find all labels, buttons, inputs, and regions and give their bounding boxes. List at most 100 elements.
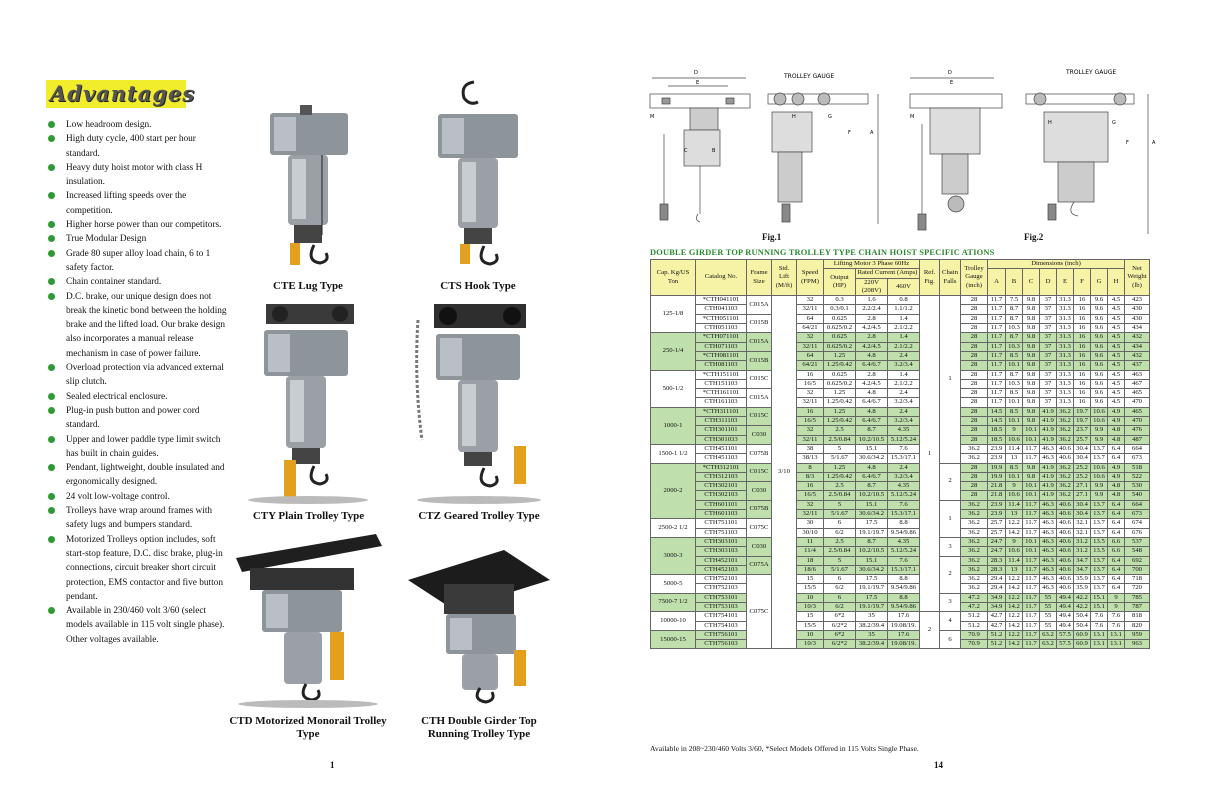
value-cell: 41.9 (1039, 471, 1057, 483)
value-cell: 46.3 (1039, 564, 1057, 576)
catalog-cell: CTH601101 (695, 499, 747, 511)
value-cell: 38.2/39.4 (855, 620, 888, 631)
catalog-cell: CTH071103 (695, 341, 747, 352)
value-cell: 19.08/19. (887, 639, 920, 650)
catalog-cell: CTH451101 (695, 443, 747, 455)
value-cell: 15 (796, 574, 824, 585)
value-cell: 13.7 (1090, 527, 1108, 538)
value-cell: 9.9 (1090, 481, 1108, 492)
value-cell: 4.5 (1107, 388, 1125, 399)
value-cell: 7.6 (1090, 611, 1108, 622)
cth-caption: CTH Double Girder Top Running Trolley Ty… (421, 715, 537, 740)
feature-text: 24 volt low-voltage control. (66, 491, 170, 502)
feature-item: Low headroom design. (48, 118, 228, 132)
value-cell: 28 (960, 295, 988, 306)
value-cell: 28 (960, 397, 988, 408)
value-cell: 10.1 (1022, 490, 1040, 501)
value-cell: 37 (1039, 350, 1057, 362)
catalog-cell: CTH751101 (695, 518, 747, 529)
value-cell: 4.35 (887, 536, 920, 548)
svg-text:H: H (792, 114, 796, 120)
feature-text: Overload protection via advanced externa… (66, 363, 224, 388)
value-cell: 4.35 (887, 481, 920, 492)
value-cell: 9.9 (1090, 490, 1108, 501)
bullet-icon (48, 121, 55, 128)
catalog-cell: CTH754103 (695, 620, 747, 631)
value-cell: 31.3 (1056, 341, 1074, 352)
value-cell: 41.9 (1039, 425, 1057, 436)
value-cell: 40.6 (1056, 508, 1074, 520)
value-cell: 1.25 (823, 406, 856, 418)
chain-falls-cell: 2 (939, 462, 961, 501)
value-cell: 36.2 (960, 518, 988, 529)
value-cell: 6*2 (823, 611, 856, 622)
product-cth: CTH Double Girder Top Running Trolley Ty… (404, 540, 554, 741)
value-cell: 674 (1124, 518, 1150, 529)
fig1-caption: Fig.1 (762, 232, 782, 242)
trolley-gauge-label-2: TROLLEY GAUGE (1065, 69, 1116, 76)
value-cell: 64 (796, 313, 824, 325)
catalog-cell: CTH452103 (695, 564, 747, 576)
value-cell: 4.2/4.5 (855, 378, 888, 390)
value-cell: 29.4 (987, 583, 1006, 594)
catalog-cell: CTH753103 (695, 601, 747, 613)
value-cell: 10.1 (1022, 434, 1040, 445)
value-cell: 11.7 (1022, 499, 1040, 511)
value-cell: 27.1 (1073, 490, 1091, 501)
feature-text: Upper and lower paddle type limit switch… (66, 434, 221, 459)
value-cell: 11.7 (1022, 574, 1040, 585)
feature-item: Sealed electrical enclosure. (48, 390, 228, 404)
value-cell: 6/2 (823, 527, 856, 538)
value-cell: 10 (796, 592, 824, 604)
value-cell: 16 (1073, 304, 1091, 315)
value-cell: 3.2/3.4 (887, 397, 920, 408)
value-cell: 46.3 (1039, 546, 1057, 557)
value-cell: 10.1 (1022, 481, 1040, 492)
frame-cell: C030 (746, 425, 772, 445)
value-cell: 15.1 (1090, 601, 1108, 613)
value-cell: 5.12/5.24 (887, 434, 920, 445)
value-cell: 8.7 (1005, 313, 1023, 325)
value-cell: 467 (1124, 378, 1150, 390)
value-cell: 60.9 (1073, 629, 1091, 641)
value-cell: 1.25/0.42 (823, 416, 856, 427)
value-cell: 42.2 (1073, 592, 1091, 604)
value-cell: 0.625 (823, 313, 856, 325)
value-cell: 46.3 (1039, 527, 1057, 538)
col-header-net-weight: Net Weight (lb) (1124, 258, 1150, 297)
value-cell: 785 (1124, 592, 1150, 604)
value-cell: 32 (796, 425, 824, 436)
value-cell: 8.5 (1005, 462, 1023, 473)
value-cell: 692 (1124, 555, 1150, 566)
value-cell: 4.5 (1107, 350, 1125, 362)
value-cell: 6.4 (1107, 583, 1125, 594)
value-cell: 12.2 (1005, 574, 1023, 585)
value-cell: 36.2 (1056, 406, 1074, 418)
value-cell: 10.1 (1022, 425, 1040, 436)
feature-item: D.C. brake, our unique design does not b… (48, 290, 228, 361)
value-cell: 11.7 (987, 313, 1006, 325)
value-cell: 530 (1124, 481, 1150, 492)
dim-col-h: H (1107, 268, 1125, 297)
value-cell: 6.4 (1107, 508, 1125, 520)
value-cell: 9 (1107, 592, 1125, 604)
feature-item: Grade 80 super alloy load chain, 6 to 1 … (48, 247, 228, 276)
value-cell: 23.9 (987, 499, 1006, 511)
value-cell: 40.6 (1056, 518, 1074, 529)
value-cell: 10.1 (1005, 416, 1023, 427)
dim-col-d: D (1039, 268, 1057, 297)
value-cell: 42.7 (987, 620, 1006, 631)
value-cell: 2.5/0.84 (823, 546, 856, 557)
value-cell: 37 (1039, 397, 1057, 408)
feature-item: Chain container standard. (48, 275, 228, 289)
value-cell: 4.5 (1107, 341, 1125, 352)
value-cell: 11.7 (1022, 629, 1040, 641)
value-cell: 1.25 (823, 462, 856, 473)
value-cell: 36.2 (960, 443, 988, 455)
